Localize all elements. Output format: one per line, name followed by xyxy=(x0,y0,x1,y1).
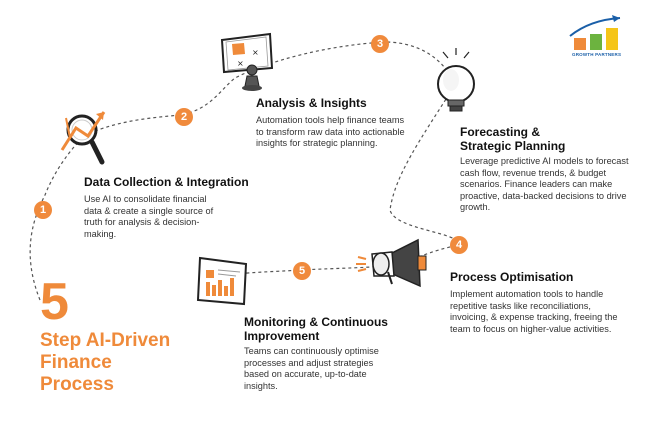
step-4-title: Process Optimisation xyxy=(450,270,574,284)
step-badge-5: 5 xyxy=(293,262,311,280)
headline-line-3: Process xyxy=(40,374,114,395)
magnifier-chart-icon xyxy=(60,111,106,165)
headline-number: 5 xyxy=(40,273,69,331)
step-badge-2: 2 xyxy=(175,108,193,126)
svg-text:×: × xyxy=(237,59,244,68)
lightbulb-icon xyxy=(437,48,475,112)
step-badge-3: 3 xyxy=(371,35,389,53)
step-badge-1: 1 xyxy=(34,201,52,219)
headline-line-2: Finance xyxy=(40,352,112,373)
step-5-title: Monitoring & Continuous Improvement xyxy=(244,315,388,343)
svg-text:×: × xyxy=(252,48,259,57)
step-4-description: Implement automation tools to handle rep… xyxy=(450,289,618,334)
step-2-title: Analysis & Insights xyxy=(256,96,367,110)
megaphone-icon xyxy=(356,238,427,288)
step-1-title: Data Collection & Integration xyxy=(84,175,249,189)
headline-line-1: Step AI-Driven xyxy=(40,330,171,351)
logo-icon xyxy=(569,15,621,50)
step-1-description: Use AI to consolidate financial data & c… xyxy=(84,194,214,239)
dashboard-chart-icon xyxy=(196,256,248,306)
step-3-description: Leverage predictive AI models to forecas… xyxy=(460,156,629,213)
step-2-description: Automation tools help finance teams to t… xyxy=(256,115,405,149)
board-pawn-icon: × × xyxy=(220,32,274,91)
logo-text: GROWTH PARTNERS xyxy=(572,52,622,57)
step-3-title: Forecasting & Strategic Planning xyxy=(460,125,566,153)
step-badge-4: 4 xyxy=(450,236,468,254)
step-5-description: Teams can continuously optimise processe… xyxy=(244,346,379,391)
